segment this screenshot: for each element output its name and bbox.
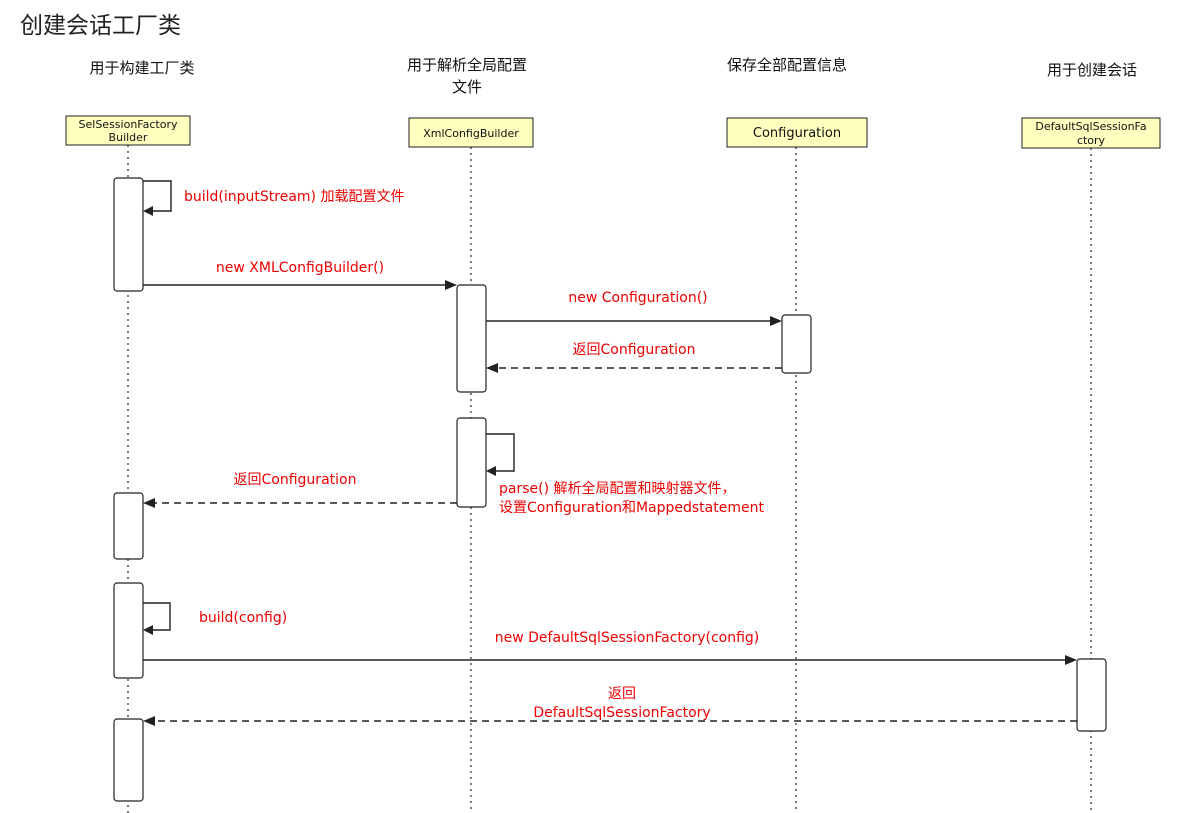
message-parse-label-line2: 设置Configuration和Mappedstatement (499, 500, 764, 516)
message-return-default-sql-session-factory (143, 716, 1077, 726)
message-new-default-sql-session-factory-label: new DefaultSqlSessionFactory(config) (495, 630, 760, 646)
participant-factory-label-line2: ctory (1077, 134, 1106, 147)
message-build-input-stream (143, 180, 172, 216)
xml-builder-activation-1 (456, 284, 487, 393)
participant-factory: DefaultSqlSessionFa ctory (1021, 117, 1161, 149)
message-build-config-label: build(config) (199, 610, 287, 626)
factory-activation (1076, 658, 1107, 732)
participant-builder-label-line1: SelSessionFactory (79, 118, 178, 131)
message-return-default-sql-session-factory-label-line2: DefaultSqlSessionFactory (533, 705, 710, 721)
xml-builder-activation-2 (456, 417, 487, 508)
configuration-activation (781, 314, 812, 374)
message-build-input-stream-label: build(inputStream) 加载配置文件 (184, 189, 404, 205)
message-new-default-sql-session-factory (143, 655, 1077, 665)
message-new-configuration-label: new Configuration() (568, 290, 707, 306)
participant-configuration: Configuration (726, 117, 868, 148)
message-return-configuration-2 (143, 498, 457, 508)
participant-xml-builder: XmlConfigBuilder (408, 117, 534, 148)
participant-builder-label-line2: Builder (109, 131, 148, 144)
builder-description: 用于构建工厂类 (89, 59, 194, 77)
participant-factory-label-line1: DefaultSqlSessionFa (1035, 120, 1146, 133)
diagram-title: 创建会话工厂类 (20, 13, 181, 39)
participant-configuration-label: Configuration (753, 126, 841, 141)
message-parse (486, 433, 515, 476)
xml-builder-description-line1: 用于解析全局配置 (407, 56, 527, 74)
participant-xml-builder-label: XmlConfigBuilder (423, 127, 519, 140)
message-return-configuration-2-label: 返回Configuration (234, 472, 357, 488)
xml-builder-description-line2: 文件 (452, 78, 482, 96)
builder-activation-3 (113, 582, 144, 679)
builder-activation-2 (113, 492, 144, 560)
configuration-description: 保存全部配置信息 (727, 56, 847, 74)
message-new-xml-config-builder (143, 280, 457, 290)
builder-activation-1 (113, 177, 144, 292)
builder-activation-4 (113, 718, 144, 802)
message-new-configuration (486, 316, 782, 326)
participant-builder: SelSessionFactory Builder (65, 115, 191, 146)
message-return-configuration-1 (486, 363, 782, 373)
message-build-config (143, 602, 171, 635)
message-new-xml-config-builder-label: new XMLConfigBuilder() (216, 260, 384, 276)
message-return-default-sql-session-factory-label-line1: 返回 (608, 686, 636, 702)
message-return-configuration-1-label: 返回Configuration (573, 342, 696, 358)
factory-description: 用于创建会话 (1047, 61, 1137, 79)
message-parse-label-line1: parse() 解析全局配置和映射器文件， (499, 480, 736, 497)
